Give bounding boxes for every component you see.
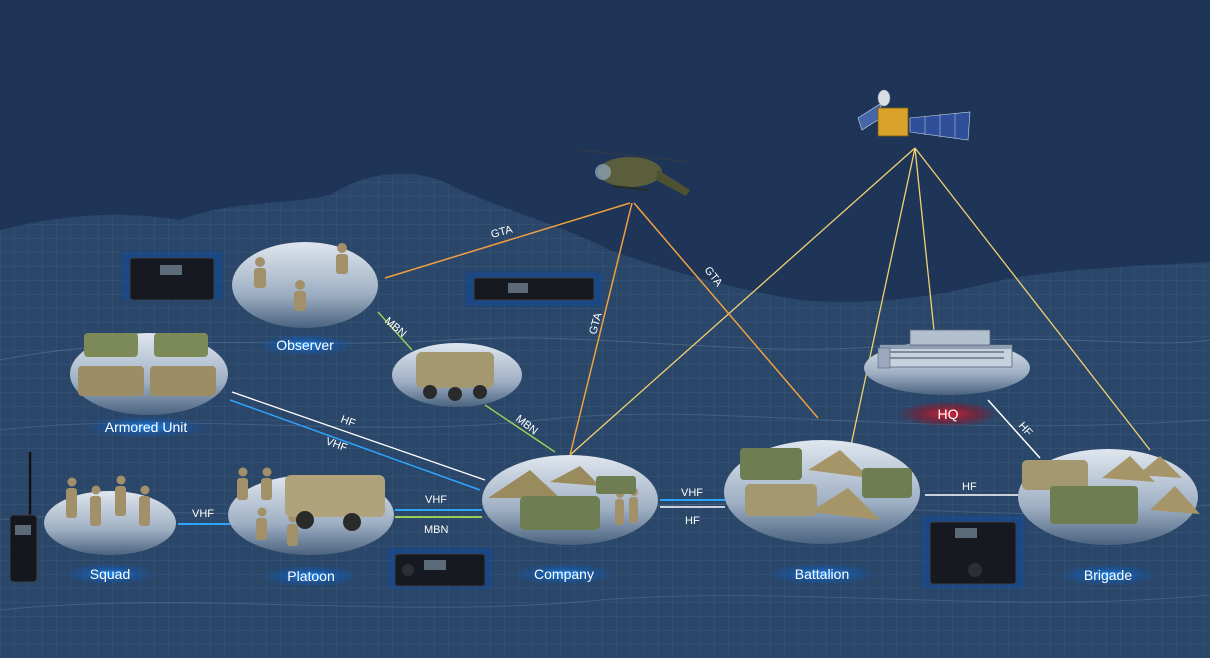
battalion-vehicle bbox=[862, 468, 912, 498]
squad-soldiers bbox=[66, 475, 150, 526]
link-label-gta-observer: GTA bbox=[490, 223, 515, 240]
satcom-link-brigade bbox=[914, 147, 1151, 451]
link-label-gta-company: GTA bbox=[587, 311, 604, 336]
link-label-hf-battalion-brigade: HF bbox=[962, 481, 977, 493]
link-label-hf-company-battalion: HF bbox=[685, 515, 700, 527]
vhf-link-armored-company bbox=[229, 399, 481, 491]
battalion-armored-vehicle bbox=[745, 484, 817, 516]
satcom-link-company bbox=[569, 147, 916, 456]
armored-vehicle bbox=[84, 333, 138, 357]
satcom-link-battalion bbox=[849, 147, 916, 451]
armored-vehicle bbox=[78, 366, 144, 396]
company-tent bbox=[550, 466, 600, 486]
gta-link-observer bbox=[384, 202, 631, 279]
armored-vehicle bbox=[150, 366, 216, 396]
company-tent bbox=[488, 470, 560, 498]
link-label-vhf-company-battalion: VHF bbox=[681, 487, 703, 499]
platoon-soldiers bbox=[237, 467, 298, 546]
gta-link-battalion bbox=[633, 202, 819, 419]
brigade-armored-vehicle bbox=[1022, 460, 1088, 490]
armored-vehicle bbox=[154, 333, 208, 357]
vehicles bbox=[78, 333, 1200, 531]
label-brigade: Brigade bbox=[1084, 567, 1132, 583]
label-battalion: Battalion bbox=[795, 566, 849, 582]
platoon-armored-vehicle bbox=[285, 475, 385, 517]
brigade-tent bbox=[1102, 456, 1155, 482]
hf-link-armored-company bbox=[231, 391, 486, 481]
battalion-truck bbox=[740, 448, 802, 480]
label-hq: HQ bbox=[938, 406, 959, 422]
label-company: Company bbox=[534, 566, 594, 582]
link-label-hf-armored-company: HF bbox=[339, 414, 357, 430]
link-labels: GTA GTA GTA MBN MBN HF VHF VHF VHF MBN V… bbox=[192, 223, 1035, 536]
observer-soldiers bbox=[254, 243, 348, 311]
terrain-background bbox=[0, 173, 1210, 658]
link-label-mbn-platoon-company: MBN bbox=[424, 524, 449, 536]
mbn-link-vehicle-company bbox=[484, 404, 556, 453]
brigade-tent bbox=[1150, 486, 1200, 514]
company-vehicle bbox=[596, 476, 636, 494]
links bbox=[178, 147, 1151, 525]
label-glows bbox=[64, 334, 1158, 587]
radio-equipment bbox=[9, 252, 1024, 588]
squad-platform bbox=[44, 491, 176, 555]
helicopter-icon bbox=[579, 149, 691, 196]
label-observer: Observer bbox=[276, 337, 334, 353]
battalion-tent bbox=[810, 488, 880, 520]
radio-unit-icon bbox=[122, 252, 222, 301]
radio-unit-icon bbox=[922, 516, 1024, 588]
battalion-tent bbox=[808, 450, 870, 478]
mbn-armored-vehicle bbox=[416, 352, 494, 388]
brigade-truck bbox=[1050, 486, 1138, 524]
satellite-icon bbox=[857, 89, 971, 141]
radio-unit-icon bbox=[388, 548, 492, 588]
hf-link-hq-brigade bbox=[987, 399, 1041, 459]
link-label-vhf-squad-platoon: VHF bbox=[192, 508, 214, 520]
gta-link-company bbox=[569, 202, 633, 456]
radio-unit-icon bbox=[466, 272, 602, 306]
brigade-tent bbox=[1138, 456, 1182, 478]
satcom-link-hq bbox=[914, 147, 936, 341]
label-armored-unit: Armored Unit bbox=[105, 419, 188, 435]
mbn-link-observer-vehicle bbox=[377, 311, 413, 351]
company-vehicle bbox=[520, 496, 600, 530]
label-platoon: Platoon bbox=[287, 568, 334, 584]
link-label-vhf-platoon-company: VHF bbox=[425, 494, 447, 506]
hq-building-icon bbox=[877, 329, 1013, 369]
label-squad: Squad bbox=[90, 566, 130, 582]
node-labels: Observer Armored Unit Squad Platoon Comp… bbox=[90, 337, 1133, 584]
handheld-radio-icon bbox=[9, 452, 38, 583]
